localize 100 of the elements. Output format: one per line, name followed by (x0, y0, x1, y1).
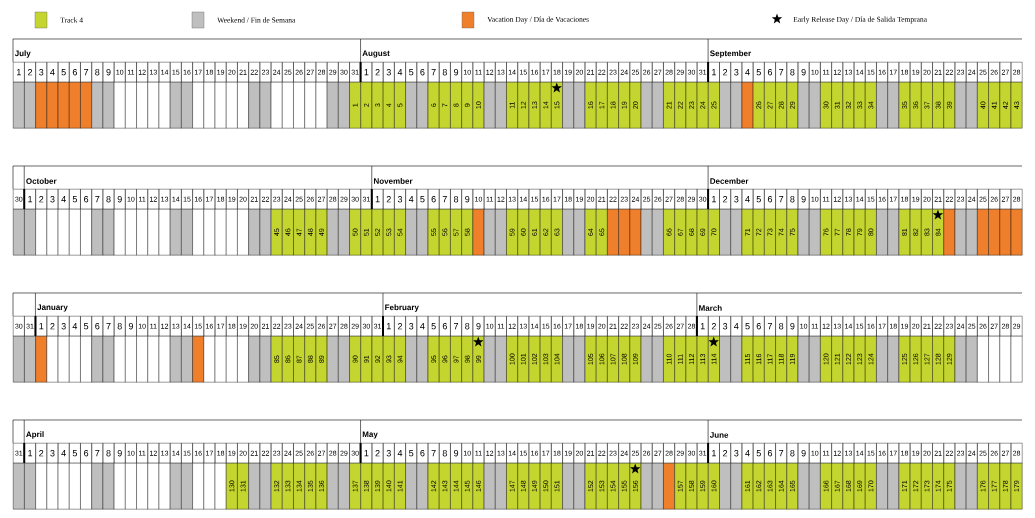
day-number-cell: 2 (371, 443, 384, 464)
day-number-cell: 1 (35, 316, 48, 337)
day-number-cell: 8 (113, 316, 126, 337)
day-number-cell: 1 (24, 443, 36, 464)
day-number-cell: 2 (46, 316, 59, 337)
day-number-cell: 6 (439, 316, 451, 337)
day-number-cell: 9 (786, 316, 799, 337)
month-label: August (362, 50, 390, 58)
day-number-cell: 1 (383, 316, 395, 337)
day-number-cell: 5 (69, 189, 81, 210)
day-number-cell: 5 (405, 62, 417, 83)
day-number-cell: 6 (69, 62, 81, 83)
month-label: June (709, 432, 729, 438)
month-label: July (14, 50, 31, 58)
day-number-cell: 6 (80, 443, 92, 464)
day-number-cell: 3 (719, 316, 731, 337)
day-number-cell: 7 (102, 316, 115, 337)
day-number-cell: 2 (719, 443, 731, 464)
day-number-cell: 7 (775, 189, 787, 210)
day-number-cell: 9 (113, 189, 126, 210)
day-number-cell: 1 (371, 189, 384, 210)
day-number-cell: 3 (730, 189, 743, 210)
day-number-cell: 2 (35, 189, 48, 210)
day-number-cell: 8 (102, 443, 115, 464)
day-number-cell: 1 (13, 62, 25, 83)
day-number-cell: 4 (57, 189, 70, 210)
day-number-cell: 6 (764, 62, 776, 83)
day-number-cell: 4 (741, 443, 754, 464)
month-label: January (37, 304, 68, 312)
day-number-cell: 4 (57, 443, 70, 464)
month-label: October (26, 178, 57, 184)
day-number-cell: 5 (752, 62, 765, 83)
day-number-cell: 2 (708, 316, 720, 337)
day-number-cell: 5 (427, 316, 440, 337)
day-number-cell: 1 (708, 62, 720, 83)
month-label: April (26, 431, 44, 439)
day-number-cell: 4 (741, 189, 754, 210)
day-number-cell: 9 (797, 189, 810, 210)
day-number-cell: 8 (786, 189, 799, 210)
day-number-cell: 9 (797, 62, 810, 83)
day-number-cell: 3 (35, 62, 48, 83)
day-number-cell: 7 (450, 316, 462, 337)
day-number-cell: 1 (24, 189, 36, 210)
day-number-cell: 8 (450, 189, 462, 210)
day-number-cell: 8 (786, 62, 799, 83)
day-number-cell: 1 (360, 62, 373, 83)
day-number-cell: 5 (69, 443, 81, 464)
day-number-cell: 5 (80, 316, 92, 337)
day-number-cell: 9 (472, 316, 485, 337)
day-number-cell: 1 (708, 443, 720, 464)
day-number-cell: 5 (405, 443, 417, 464)
day-number-cell: 1 (708, 189, 720, 210)
day-number-cell: 5 (416, 189, 429, 210)
day-number-cell: 5 (741, 316, 754, 337)
day-number-cell: 3 (383, 443, 395, 464)
day-number-cell: 6 (752, 316, 765, 337)
month-label: December (710, 178, 749, 184)
month-label: February (385, 304, 419, 312)
day-number-cell: 4 (741, 62, 754, 83)
day-number-cell: 2 (371, 62, 384, 83)
day-number-cell: 7 (91, 443, 104, 464)
day-number-cell: 1 (696, 316, 709, 337)
day-number-cell: 6 (764, 443, 776, 464)
month-label: September (710, 50, 751, 58)
day-number-cell: 3 (46, 189, 59, 210)
day-number-cell: 7 (775, 62, 787, 83)
day-number-cell: 8 (786, 443, 799, 464)
day-number-cell: 8 (102, 189, 115, 210)
day-number-cell: 2 (719, 189, 731, 210)
day-number-cell: 8 (439, 443, 451, 464)
day-number-cell: 2 (383, 189, 395, 210)
day-number-cell: 4 (46, 62, 59, 83)
day-number-cell: 1 (360, 443, 373, 464)
day-number-cell: 6 (416, 62, 429, 83)
day-number-cell: 2 (24, 62, 36, 83)
day-number-cell: 3 (405, 316, 417, 337)
day-number-cell: 3 (57, 316, 70, 337)
day-number-cell: 8 (775, 316, 787, 337)
day-number-cell: 3 (730, 443, 743, 464)
day-number-cell: 2 (719, 62, 731, 83)
day-number-cell: 7 (439, 189, 451, 210)
month-label: November (374, 178, 413, 184)
day-number-cell: 5 (752, 443, 765, 464)
day-number-cell: 9 (797, 443, 810, 464)
day-number-cell: 7 (427, 62, 440, 83)
day-number-cell: 4 (416, 316, 429, 337)
day-number-cell: 4 (730, 316, 743, 337)
day-number-cell: 5 (57, 62, 70, 83)
day-number-cell: 6 (416, 443, 429, 464)
day-number-cell: 4 (394, 62, 406, 83)
month-label: May (362, 431, 378, 439)
day-number-cell: 4 (405, 189, 417, 210)
day-number-cell: 8 (461, 316, 474, 337)
day-number-cell: 8 (91, 62, 104, 83)
day-number-cell: 3 (46, 443, 59, 464)
day-number-cell: 3 (730, 62, 743, 83)
day-number-cell: 9 (113, 443, 126, 464)
day-number-cell: 6 (91, 316, 104, 337)
day-number-cell: 5 (752, 189, 765, 210)
day-number-cell: 6 (427, 189, 440, 210)
